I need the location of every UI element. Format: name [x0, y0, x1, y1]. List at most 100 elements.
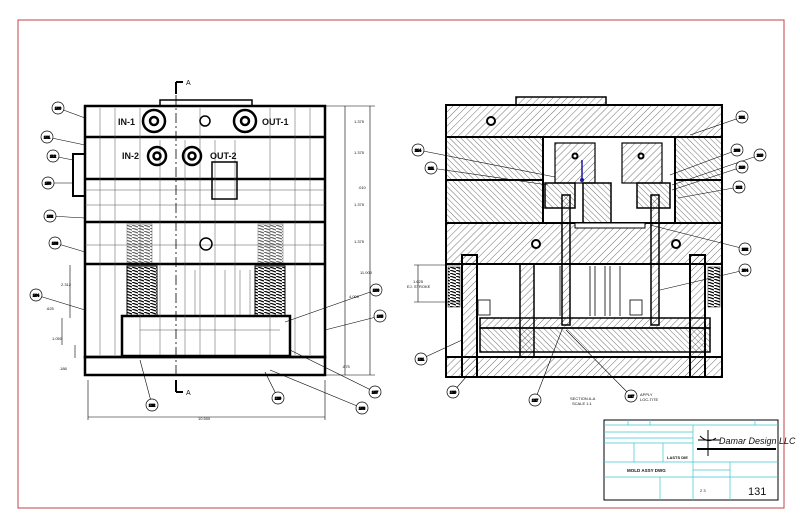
hidden-lines — [85, 108, 325, 355]
balloon-callout: 204 — [659, 263, 752, 291]
spring-right-section — [707, 266, 721, 308]
dim-right-bottom: .875 — [342, 364, 351, 369]
stroke-label: EJ. STROKE — [407, 284, 431, 289]
port-fittings — [141, 108, 258, 251]
balloon-callout: 129 — [264, 371, 285, 405]
balloon-callout: 120 — [446, 376, 467, 399]
front-view: A A IN-1 OUT-1 IN-2 OUT-2 1.375 1.375 .0… — [29, 80, 387, 421]
section-marker-bottom: A — [186, 390, 191, 397]
balloon-callout: 150 — [41, 176, 73, 190]
balloon-number: 105 — [377, 315, 383, 319]
dim-overall-width: 10.500 — [198, 416, 211, 421]
balloon-number: 107 — [372, 391, 378, 395]
balloon-callout: 202 — [649, 224, 752, 256]
balloon-callout: 105 — [324, 309, 387, 331]
balloon-number: 212 — [736, 186, 742, 190]
port-label-in-1: IN-1 — [118, 117, 135, 127]
ejector-pin-left — [561, 194, 571, 326]
locating-ring-section — [515, 96, 607, 106]
section-title: SECTION A-A — [570, 396, 596, 401]
balloon-number: 122 — [149, 404, 155, 408]
balloon-callout: 212 — [677, 180, 746, 199]
balloon-number: 101 — [44, 136, 50, 140]
balloon-callout: 127 — [528, 326, 564, 407]
section-line-a — [175, 81, 183, 393]
balloon-number: 150 — [45, 182, 51, 186]
balloon-number: 100 — [55, 107, 61, 111]
balloon-number: 204 — [742, 269, 748, 273]
balloon-number: 210 — [757, 154, 763, 158]
balloon-callout: 210 — [671, 148, 767, 186]
return-pin-right — [689, 254, 706, 378]
company-name: Damar Design LLC — [719, 436, 796, 446]
balloon-number: 129 — [275, 397, 281, 401]
clamp-plate — [83, 355, 327, 377]
stroke-value: 1.625 — [413, 279, 424, 284]
balloon-number: 214 — [415, 149, 421, 153]
note-apply: APPLY — [640, 392, 653, 397]
sheet-number: 131 — [748, 486, 766, 498]
balloon-number: 202 — [742, 248, 748, 252]
ejector-retainer-plate — [479, 317, 711, 329]
balloon-number: 112 — [50, 155, 56, 159]
section-marker-top: A — [186, 80, 191, 87]
balloon-callout: 107 — [289, 349, 382, 399]
balloon-callout: 121 — [414, 339, 463, 366]
spring-left-section — [447, 266, 461, 308]
ejector-plate — [120, 314, 292, 358]
title-block — [603, 419, 779, 501]
dim-left-upper: 2.312 — [61, 282, 72, 287]
balloon-number: 108 — [359, 407, 365, 411]
sheet-border — [17, 19, 785, 509]
plate-lines — [85, 135, 325, 266]
core-insert — [582, 182, 612, 224]
balloon-callout: 101 — [40, 130, 86, 146]
dim-overall-height: 11.000 — [360, 270, 373, 275]
drawing-title: MOLD ASSY DWG — [627, 468, 666, 473]
balloon-number: 208 — [734, 149, 740, 153]
balloon-callout: 112 — [46, 149, 74, 163]
dim-left-mid: .625 — [46, 306, 55, 311]
balloon-callout: 102 — [43, 209, 86, 223]
balloon-number: 104 — [33, 294, 39, 298]
dim-plate-4: 1.375 — [354, 239, 365, 244]
dim-plate-1: 1.375 — [354, 119, 365, 124]
balloon-callout: 122 — [139, 359, 159, 412]
balloon-callout: 104 — [29, 288, 86, 311]
return-pin-left — [461, 254, 478, 378]
balloon-callout: 108 — [269, 369, 369, 415]
part-label: LASTS DIE — [667, 455, 688, 460]
balloon-number: 127 — [532, 399, 538, 403]
balloon-callout: 211 — [424, 161, 549, 186]
balloon-callout: 106 — [284, 283, 383, 323]
port-label-out-1: OUT-1 — [262, 117, 289, 127]
dim-lower-height: 4.000 — [349, 294, 360, 299]
balloon-number: 102 — [47, 215, 53, 219]
balloon-callout: 210 — [671, 160, 749, 191]
balloon-number: 121 — [418, 358, 424, 362]
stroke-dimension — [414, 264, 460, 303]
dim-plate-2: 1.375 — [354, 150, 365, 155]
balloon-callout: 100 — [51, 101, 86, 119]
note-loc-tite: LOC-TITE — [640, 397, 659, 402]
balloon-number: 120 — [450, 391, 456, 395]
port-label-out-2: OUT-2 — [210, 151, 237, 161]
company-logo — [697, 430, 776, 456]
dim-left-lower: 1.050 — [52, 336, 63, 341]
section-scale: SCALE 1:1 — [572, 401, 593, 406]
dimension-lines — [61, 105, 375, 420]
sheet-of: 2 3 — [700, 488, 706, 493]
dim-gap: .010 — [358, 185, 367, 190]
balloon-number: 210 — [739, 166, 745, 170]
section-view: 1.625 EJ. STROKE SECTION A-A SCALE 1:1 A… — [407, 96, 767, 407]
balloon-callout: 127 — [565, 329, 638, 403]
ejector-pin-right — [650, 194, 660, 326]
balloon-number: 211 — [428, 167, 434, 171]
balloon-callout: 214 — [411, 143, 556, 178]
dim-plate-3: 1.375 — [354, 202, 365, 207]
port-label-in-2: IN-2 — [122, 151, 139, 161]
balloon-callout: 208 — [669, 143, 744, 176]
